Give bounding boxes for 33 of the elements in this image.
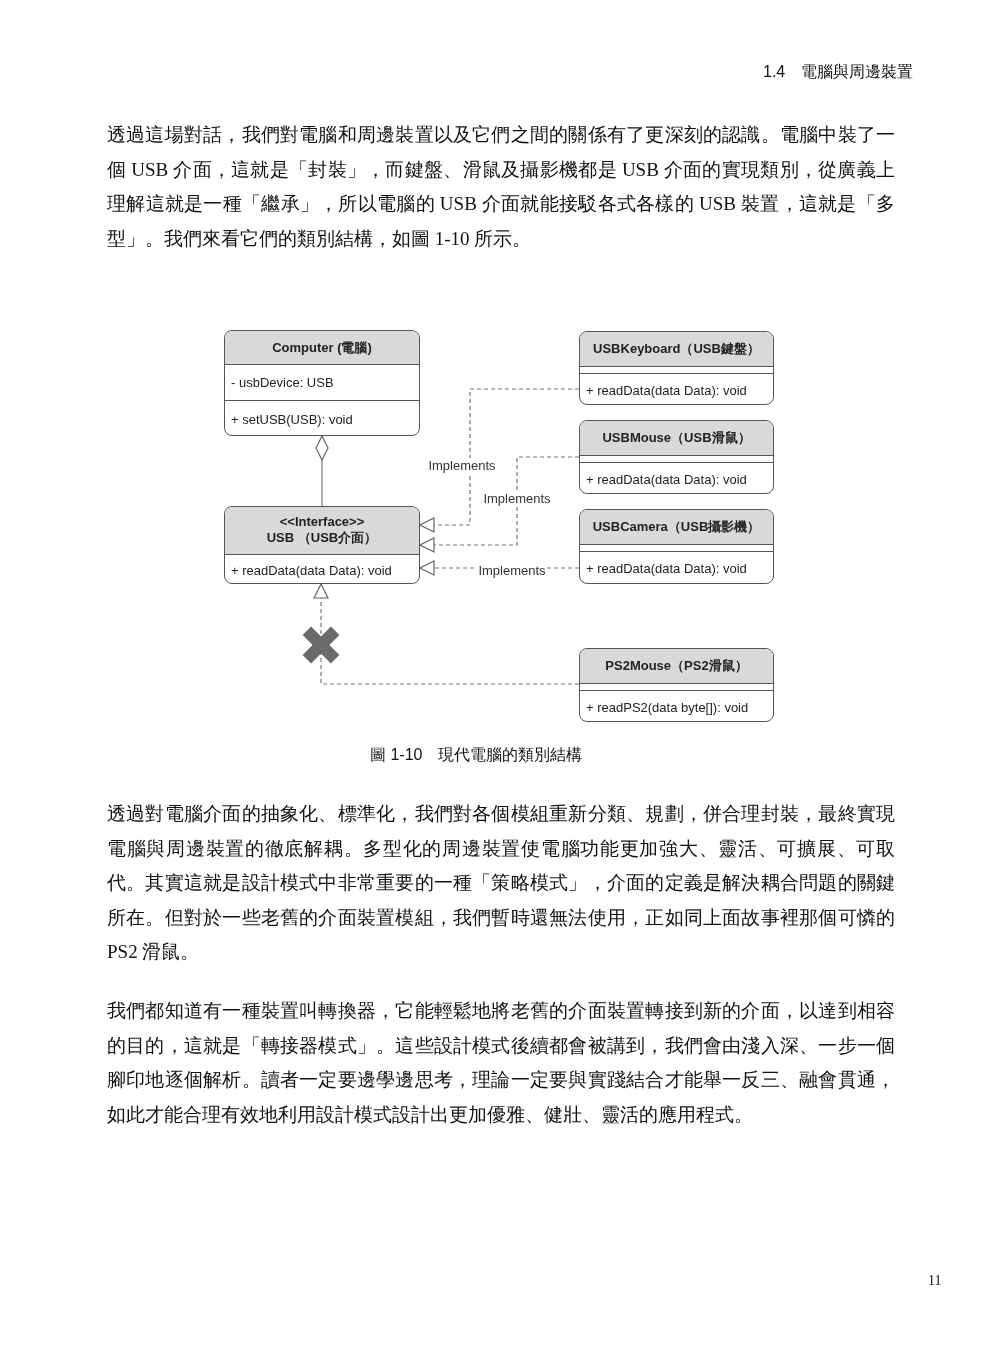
method-text: + setUSB(USB): void	[231, 411, 354, 427]
edge-label: Implements	[477, 563, 547, 578]
dashed-arrow	[313, 583, 580, 685]
class-name: USBCamera（USB攝影機）	[592, 518, 761, 536]
class-name: USBMouse（USB滑鼠）	[602, 429, 751, 447]
class-name: USB （USB介面）	[266, 529, 378, 547]
class-box	[579, 648, 774, 722]
edge-label: Implements	[482, 491, 552, 506]
class-name: USBKeyboard（USB鍵盤）	[593, 340, 760, 358]
body-paragraph: 透過這場對話，我們對電腦和周邊裝置以及它們之間的關係有了更深刻的認識。電腦中裝了一個 USB 介面，這就是「封裝」，而鍵盤、滑鼠及攝影機都是 USB 介面的實現類別，從廣義上理解這就是一種「繼承」，所以電腦的 USB 介面就能接駁各式各樣的 USB 裝置，這就是「多型」。我們來看它們的類別結構，如圖 1-10 所示。	[107, 123, 895, 251]
body-paragraph: 我們都知道有一種裝置叫轉換器，它能輕鬆地將老舊的介面裝置轉接到新的介面，以達到相容的目的，這就是「轉接器模式」。這些設計模式後續都會被講到，我們會由淺入深、一步一個腳印地逐個解析。讀者一定要邊學邊思考，理論一定要與實踐結合才能舉一反三、融會貫通，如此才能合理有效地利用設計模式設計出更加優雅、健壯、靈活的應用程式。	[107, 999, 895, 1127]
edge-label: Implements	[427, 458, 497, 473]
dashed-arrow	[419, 456, 580, 553]
class-box	[224, 330, 420, 436]
figure-caption: 圖 1-10 現代電腦的類別結構	[370, 745, 583, 765]
stereotype-text: <<Interface>>	[279, 514, 365, 529]
class-box	[579, 420, 774, 494]
dashed-arrow	[419, 388, 580, 533]
aggregation-line	[315, 435, 329, 507]
method-text: + readData(data Data): void	[586, 382, 748, 398]
running-header: 1.4 電腦與周邊裝置	[763, 62, 915, 82]
class-box	[579, 331, 774, 405]
class-box	[224, 506, 420, 584]
method-text: + readData(data Data): void	[586, 471, 748, 487]
method-text: + readPS2(data byte[]): void	[586, 699, 750, 715]
class-box	[579, 509, 774, 584]
class-name: Computer (電腦)	[272, 338, 372, 357]
attribute-text: - usbDevice: USB	[231, 375, 335, 390]
class-name: PS2Mouse（PS2滑鼠）	[605, 657, 748, 675]
body-paragraph: 透過對電腦介面的抽象化、標準化，我們對各個模組重新分類、規劃，併合理封裝，最終實現電腦與周邊裝置的徹底解耦。多型化的周邊裝置使電腦功能更加強大、靈活、可擴展、可取代。其實這就是設計模式中非常重要的一種「策略模式」，介面的定義是解決耦合問題的關鍵所在。但對於一些老舊的介面裝置模組，我們暫時還無法使用，正如同上面故事裡那個可憐的 PS2 滑鼠。	[107, 802, 895, 964]
method-text: + readData(data Data): void	[231, 562, 393, 578]
page-number: 11	[928, 1273, 943, 1289]
method-text: + readData(data Data): void	[586, 560, 748, 576]
